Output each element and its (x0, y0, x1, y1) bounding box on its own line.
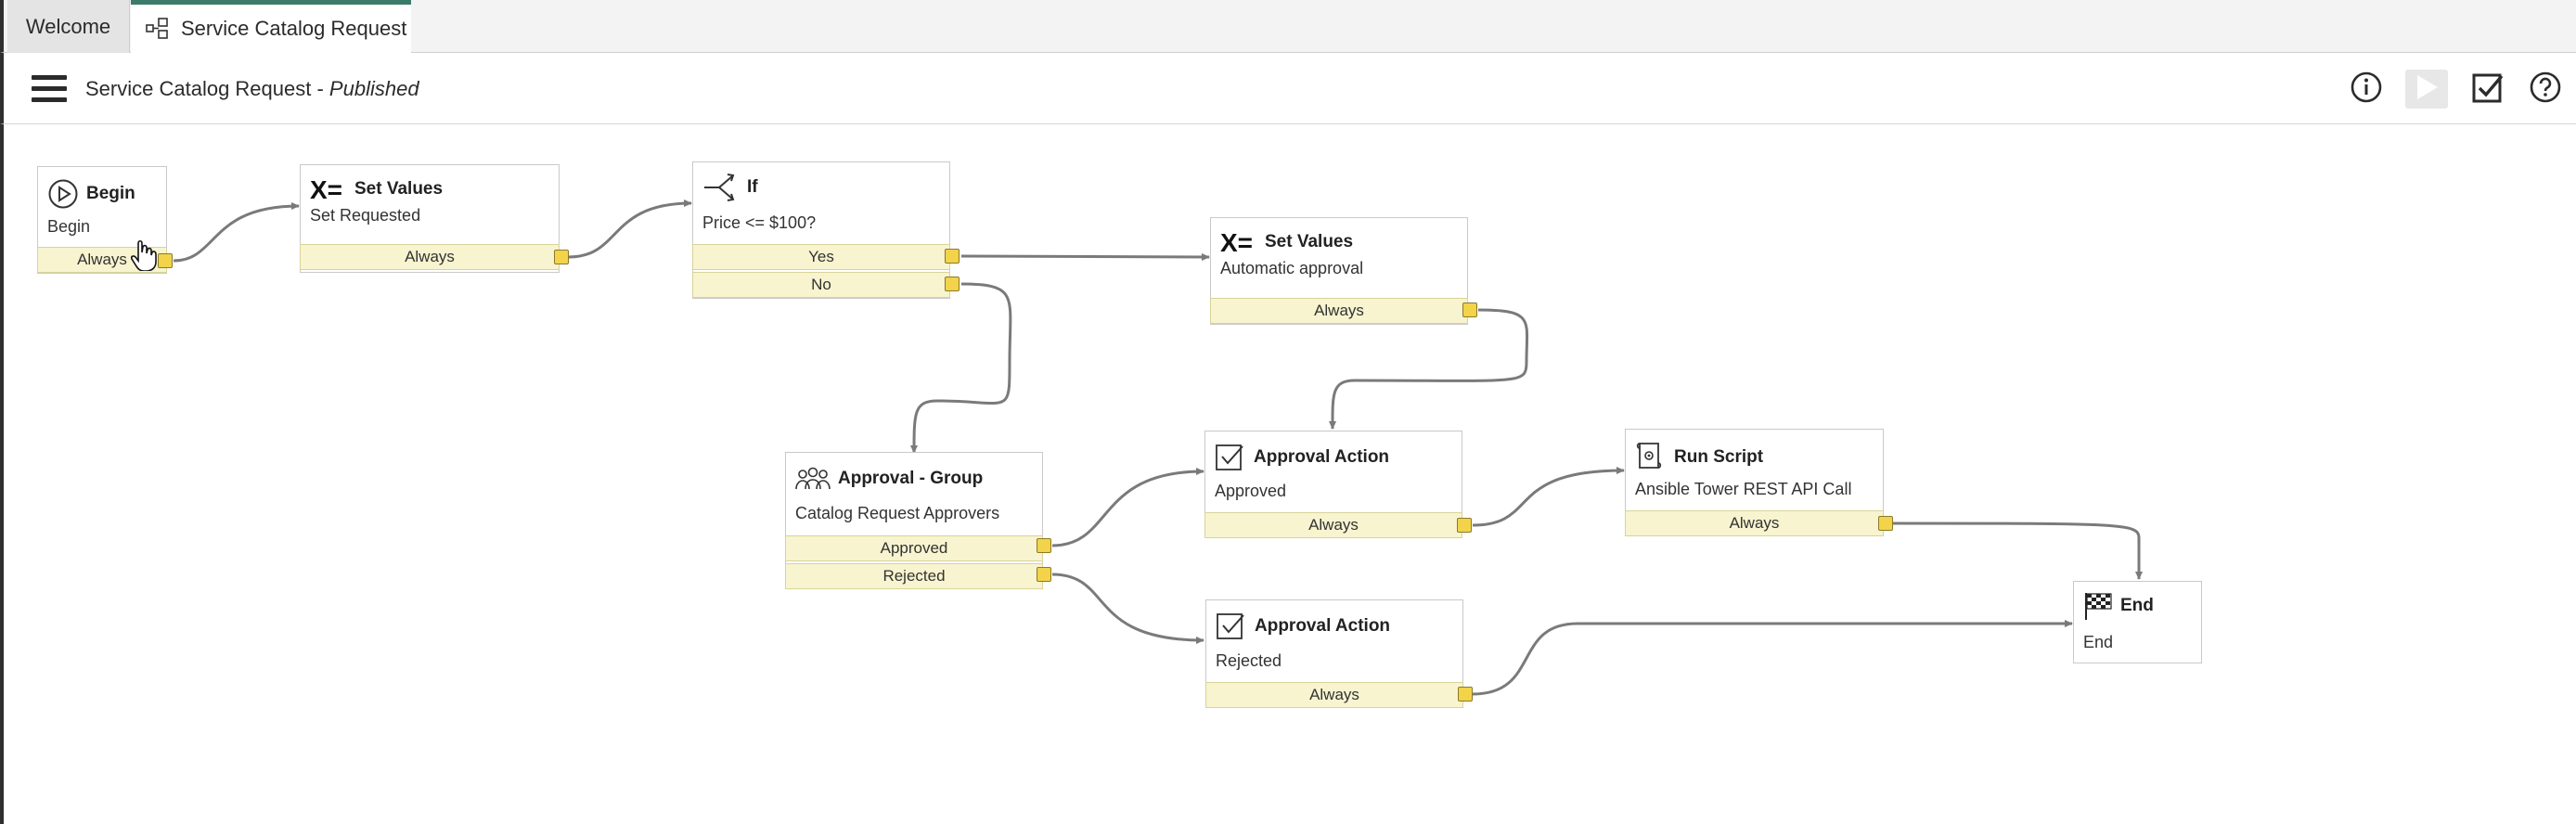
run-button[interactable] (2405, 70, 2448, 109)
output-connector-no[interactable] (945, 277, 960, 291)
activity-approval-action-rejected[interactable]: Approval Action Rejected Always (1205, 599, 1463, 708)
output-connector[interactable] (554, 250, 569, 264)
help-button[interactable] (2524, 70, 2567, 109)
tab-welcome[interactable]: Welcome (7, 0, 130, 53)
activity-title: If (747, 177, 758, 197)
branch-icon (702, 170, 740, 205)
output-connector-rejected[interactable] (1037, 567, 1051, 582)
activity-header: Approval Action (1215, 443, 1389, 472)
condition-label: Always (1729, 514, 1780, 532)
workflow-canvas[interactable] (0, 124, 2576, 824)
tab-bar: Welcome Service Catalog Request (0, 0, 2576, 53)
condition-rejected[interactable]: Rejected (785, 563, 1043, 589)
condition-label: Yes (808, 248, 834, 265)
help-icon (2529, 71, 2562, 109)
condition-label: Approved (880, 539, 948, 557)
output-connector[interactable] (1457, 518, 1472, 533)
activity-header: Begin (47, 178, 135, 210)
activity-header: Approval - Group (795, 466, 983, 492)
play-icon (47, 178, 79, 210)
title-separator: - (311, 77, 329, 100)
validate-button[interactable] (2467, 70, 2509, 109)
tab-service-catalog-request-label: Service Catalog Request (181, 17, 407, 40)
run-icon (2414, 73, 2440, 106)
workflow-status: Published (328, 77, 419, 100)
activity-approval-group[interactable]: Approval - Group Catalog Request Approve… (785, 452, 1043, 589)
workflow-header: Service Catalog Request - Published (0, 53, 2576, 124)
activity-subtitle: Approved (1215, 482, 1287, 500)
activity-subtitle: Begin (47, 217, 91, 236)
page-title: Service Catalog Request - Published (85, 77, 419, 101)
activity-approval-action-approved[interactable]: Approval Action Approved Always (1204, 431, 1462, 538)
condition-approved[interactable]: Approved (785, 535, 1043, 561)
checkbox-icon (1216, 612, 1247, 641)
activity-title: Approval Action (1255, 616, 1391, 636)
condition-yes[interactable]: Yes (692, 244, 950, 270)
menu-icon[interactable] (32, 75, 67, 103)
output-connector[interactable] (1458, 687, 1473, 702)
activity-title: Approval - Group (838, 469, 984, 488)
info-button[interactable] (2345, 70, 2388, 109)
checkbox-icon (1215, 443, 1246, 472)
group-icon (795, 466, 831, 492)
condition-always[interactable]: Always (1204, 512, 1462, 538)
condition-label: No (811, 276, 831, 293)
condition-label: Always (1314, 302, 1364, 319)
activity-title: End (2120, 596, 2154, 615)
activity-run-script[interactable]: Run Script Ansible Tower REST API Call A… (1625, 429, 1884, 536)
activity-header: X= Set Values (1220, 229, 1353, 255)
activity-subtitle: Catalog Request Approvers (795, 504, 1000, 522)
tab-service-catalog-request[interactable]: Service Catalog Request (131, 0, 411, 53)
activity-title: Set Values (354, 179, 444, 199)
script-icon (1635, 441, 1667, 474)
activity-title: Approval Action (1254, 447, 1390, 467)
activity-title: Run Script (1674, 447, 1764, 467)
activity-set-values-requested[interactable]: X= Set Values Set Requested Always (300, 164, 560, 273)
activity-header: End (2083, 591, 2154, 621)
condition-always[interactable]: Always (1205, 682, 1463, 708)
activity-subtitle: End (2083, 633, 2114, 651)
activity-header: Run Script (1635, 441, 1763, 474)
activity-end[interactable]: End End (2073, 581, 2202, 663)
output-connector-approved[interactable] (1037, 538, 1051, 553)
output-connector[interactable] (158, 253, 173, 268)
activity-subtitle: Rejected (1216, 651, 1282, 670)
info-icon (2350, 71, 2383, 109)
condition-always[interactable]: Always (1625, 510, 1884, 536)
activity-set-values-automatic[interactable]: X= Set Values Automatic approval Always (1210, 217, 1468, 325)
condition-no[interactable]: No (692, 272, 950, 298)
svg-text:X=: X= (1220, 229, 1253, 255)
condition-label: Always (1308, 516, 1359, 534)
activity-subtitle: Set Requested (310, 206, 421, 225)
activity-title: Set Values (1265, 232, 1354, 251)
flow-icon (146, 18, 172, 40)
activity-if[interactable]: If Price <= $100? Yes No (692, 161, 950, 299)
activity-header: Approval Action (1216, 612, 1390, 641)
condition-label: Always (1309, 686, 1359, 703)
condition-always[interactable]: Always (1210, 298, 1468, 324)
set-values-icon: X= (1220, 229, 1257, 255)
activity-subtitle: Ansible Tower REST API Call (1635, 480, 1852, 498)
activity-title: Begin (86, 184, 135, 203)
activity-subtitle: Price <= $100? (702, 213, 817, 232)
activity-subtitle: Automatic approval (1220, 259, 1364, 277)
output-connector[interactable] (1878, 516, 1893, 531)
checkmark-icon (2471, 71, 2505, 109)
activity-header: If (702, 170, 758, 205)
activity-header: X= Set Values (310, 176, 443, 202)
condition-label: Always (77, 251, 127, 268)
condition-label: Always (405, 248, 455, 265)
condition-label: Rejected (882, 567, 946, 585)
finish-flag-icon (2083, 591, 2113, 621)
workflow-name: Service Catalog Request (85, 77, 312, 100)
set-values-icon: X= (310, 176, 347, 202)
output-connector[interactable] (1462, 303, 1477, 317)
output-connector-yes[interactable] (945, 249, 960, 264)
condition-always[interactable]: Always (300, 244, 560, 270)
hand-cursor-icon (130, 239, 158, 276)
tab-welcome-label: Welcome (25, 14, 111, 38)
svg-text:X=: X= (310, 176, 342, 202)
